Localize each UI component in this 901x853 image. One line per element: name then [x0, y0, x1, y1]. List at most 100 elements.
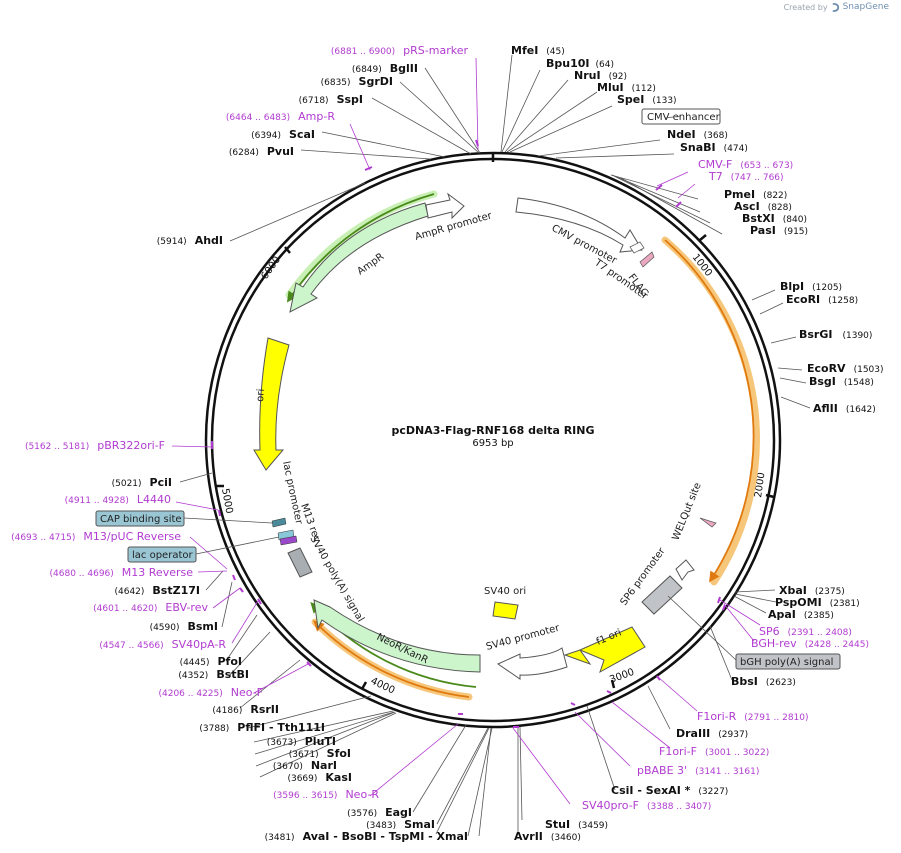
cmv-promoter-arrow [515, 197, 643, 253]
svg-text:XbaI(2375): XbaI(2375) [779, 584, 845, 597]
svg-text:(4352)BstBI: (4352)BstBI [178, 668, 249, 681]
primer-binding-marks [211, 139, 726, 728]
svg-text:(3671)SfoI: (3671)SfoI [289, 747, 351, 760]
primer-f1ori-r: F1ori-R [697, 710, 737, 723]
enz-bsrgi: BsrGI [799, 328, 832, 341]
enz-nari: NarI [311, 759, 337, 772]
enz-sfoi: SfoI [327, 747, 351, 760]
svg-text:BbsI(2623): BbsI(2623) [731, 675, 796, 688]
enz-sspi: SspI [337, 93, 363, 106]
bgh-box-shape [641, 575, 683, 615]
label-sv40-ori: SV40 ori [484, 586, 526, 597]
svg-text:SP6(2391 .. 2408): SP6(2391 .. 2408) [759, 625, 852, 638]
svg-text:AvrII(3460): AvrII(3460) [514, 830, 581, 843]
svg-text:(3670)NarI: (3670)NarI [273, 759, 337, 772]
enz-ecorv: EcoRV [807, 362, 846, 375]
svg-text:bGH poly(A) signal: bGH poly(A) signal [740, 657, 833, 668]
enz-bglii: BglII [390, 62, 418, 75]
svg-text:F1ori-R(2791 .. 2810): F1ori-R(2791 .. 2810) [697, 710, 809, 723]
enz-ndei: NdeI [667, 128, 696, 141]
enz-scai: ScaI [289, 128, 315, 141]
enz-smai: SmaI [404, 818, 435, 831]
svg-text:(6881 .. 6900)pRS-marker: (6881 .. 6900)pRS-marker [331, 44, 469, 57]
enz-pluti: PluTI [305, 735, 336, 748]
svg-text:BlpI(1205): BlpI(1205) [780, 280, 842, 293]
svg-text:PspOMI(2381): PspOMI(2381) [775, 596, 860, 609]
svg-text:(3481)AvaI - BsoBI - TspMI - X: (3481)AvaI - BsoBI - TspMI - XmaI [265, 830, 468, 843]
primer-pbabe-3: pBABE 3' [637, 764, 687, 777]
ampr-promoter-arrow [425, 192, 465, 220]
svg-text:EcoRI(1258): EcoRI(1258) [786, 293, 858, 306]
svg-text:(3596 .. 3615)Neo-R: (3596 .. 3615)Neo-R [273, 788, 379, 801]
svg-text:lac operator: lac operator [132, 550, 193, 561]
snapgene-credit: Created by SnapGene [784, 2, 889, 12]
tick-labels: 1000 2000 3000 4000 5000 6000 [219, 252, 767, 696]
svg-text:pBABE 3'(3141 .. 3161): pBABE 3'(3141 .. 3161) [637, 764, 759, 777]
enz-rsrii: RsrII [250, 703, 279, 716]
primer-t7: T7 [708, 170, 723, 183]
label-ori: ori [255, 388, 267, 402]
svg-text:MfeI(45): MfeI(45) [511, 44, 565, 57]
flag-feature [639, 251, 655, 268]
svg-text:EcoRV(1503): EcoRV(1503) [807, 362, 884, 375]
m13-rev-shape [279, 535, 298, 546]
box-lac-operator: lac operator [127, 546, 197, 563]
primer-l4440: L4440 [137, 493, 171, 506]
svg-text:(3576)EagI: (3576)EagI [347, 806, 412, 819]
enz-bsmi: BsmI [188, 620, 219, 633]
svg-text:PasI(915): PasI(915) [750, 224, 808, 237]
enz-pcii: PciI [150, 476, 172, 489]
enz-bstxi: BstXI [742, 212, 775, 225]
box-cmv-enhancer: CMV enhancer [641, 108, 721, 125]
svg-text:(6849)BglII: (6849)BglII [352, 62, 418, 75]
primer-leader-lines [171, 57, 761, 805]
svg-text:(4911 .. 4928)L4440: (4911 .. 4928)L4440 [65, 493, 171, 506]
label-lac-promoter: lac promoter [280, 460, 304, 526]
primer-neo-r: Neo-R [345, 788, 379, 801]
f1-ori-arrow [563, 626, 646, 674]
svg-text:PmeI(822): PmeI(822) [724, 188, 787, 201]
svg-text:(3669)KasI: (3669)KasI [287, 771, 352, 784]
svg-text:BGH-rev(2428 .. 2445): BGH-rev(2428 .. 2445) [751, 637, 869, 650]
leader-bgh [667, 595, 737, 661]
enz-nrui: NruI [574, 69, 601, 82]
svg-text:BsrGI(1390): BsrGI(1390) [799, 328, 872, 341]
enz-blpi: BlpI [780, 280, 804, 293]
svg-text:CAP binding site: CAP binding site [100, 514, 182, 525]
sv40-ori-box [492, 601, 519, 620]
svg-text:(6835)SgrDI: (6835)SgrDI [321, 75, 393, 88]
primer-sv40pro-f: SV40pro-F [582, 799, 639, 812]
enz-bsgi: BsgI [809, 375, 836, 388]
svg-text:NruI(92): NruI(92) [574, 69, 627, 82]
enz-aflii: AflII [813, 402, 838, 415]
svg-text:(6394)ScaI: (6394)ScaI [251, 128, 315, 141]
enz-bbsi: BbsI [731, 675, 758, 688]
t7-promoter-arrow [629, 241, 645, 254]
plasmid-name: pcDNA3-Flag-RNF168 delta RING [391, 424, 594, 437]
leader-cap [183, 517, 273, 524]
svg-text:CsiI - SexAI *(3227): CsiI - SexAI *(3227) [611, 784, 728, 797]
primer-m13-reverse: M13 Reverse [122, 566, 193, 579]
enz-xbai: XbaI [779, 584, 807, 597]
svg-text:(6464 .. 6483)Amp-R: (6464 .. 6483)Amp-R [226, 110, 335, 123]
svg-text:AscI(828): AscI(828) [734, 200, 792, 213]
enz-spei: SpeI [617, 93, 644, 106]
sv40-promoter-arrow [496, 647, 568, 680]
svg-text:(4680 .. 4696)M13 Reverse: (4680 .. 4696)M13 Reverse [50, 566, 194, 579]
orf-arcs [285, 190, 760, 701]
enz-avai-bsobi-tspmi-xmai: AvaI - BsoBI - TspMI - XmaI [303, 830, 468, 843]
ori-arrow [253, 337, 290, 471]
svg-text:SpeI(133): SpeI(133) [617, 93, 677, 106]
svg-text:NdeI(368): NdeI(368) [667, 128, 728, 141]
enz-pflfi-tth111i: PflFI - Tth111I [237, 721, 325, 734]
credit-brand: SnapGene [842, 2, 889, 12]
svg-text:(4186)RsrII: (4186)RsrII [212, 703, 279, 716]
plasmid-size: 6953 bp [472, 438, 513, 449]
ampr-arrow [289, 202, 429, 313]
svg-text:(5162 .. 5181)pBR322ori-F: (5162 .. 5181)pBR322ori-F [25, 439, 165, 452]
svg-text:(3673)PluTI: (3673)PluTI [267, 735, 336, 748]
svg-text:MluI(112): MluI(112) [597, 81, 656, 94]
neor-arrow [313, 599, 481, 673]
enz-ahdi: AhdI [195, 234, 223, 247]
